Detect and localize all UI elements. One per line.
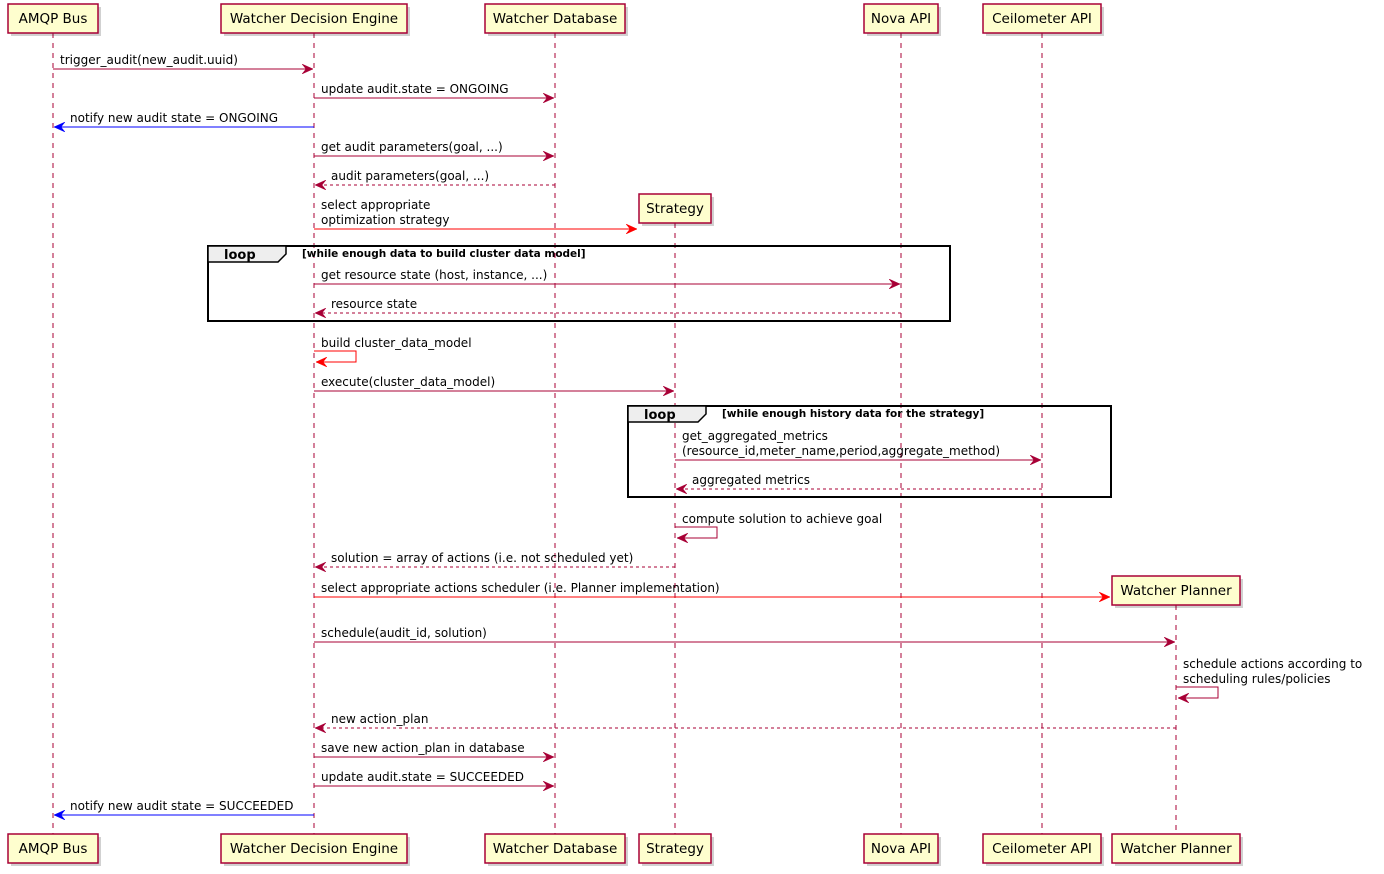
participant-strategy-top: Strategy — [638, 193, 714, 226]
message-17: schedule actions according toscheduling … — [1176, 657, 1362, 698]
message-2: update audit.state = ONGOING — [314, 82, 554, 98]
participant-nova-top: Nova API — [863, 3, 941, 36]
message-label: new action_plan — [331, 712, 428, 726]
self-arrow — [675, 526, 718, 538]
message-13: compute solution to achieve goal — [675, 512, 882, 538]
message-label: compute solution to achieve goal — [682, 512, 882, 526]
message-label: aggregated metrics — [692, 473, 810, 487]
message-label: save new action_plan in database — [321, 741, 525, 755]
participant-db-top: Watcher Database — [484, 3, 628, 36]
message-label: update audit.state = SUCCEEDED — [321, 770, 524, 784]
loop-frame-1: loop [while enough data to build cluster … — [207, 245, 951, 322]
message-7: get resource state (host, instance, ...) — [314, 268, 900, 284]
message-11: get_aggregated_metrics(resource_id,meter… — [675, 429, 1041, 460]
participant-ceilometer-top: Ceilometer API — [982, 3, 1104, 36]
participant-label: AMQP Bus — [19, 841, 88, 857]
message-label: notify new audit state = SUCCEEDED — [70, 799, 293, 813]
self-arrow — [314, 350, 357, 362]
message-label: (resource_id,meter_name,period,aggregate… — [682, 444, 1000, 458]
message-label: get resource state (host, instance, ...) — [321, 268, 547, 282]
message-label: execute(cluster_data_model) — [321, 375, 495, 389]
message-10: execute(cluster_data_model) — [314, 375, 674, 391]
message-14: solution = array of actions (i.e. not sc… — [315, 551, 675, 567]
participant-planner-bottom: Watcher Planner — [1111, 833, 1243, 866]
participant-label: Watcher Database — [493, 11, 618, 27]
participant-strategy-bottom: Strategy — [638, 833, 714, 866]
message-9: build cluster_data_model — [314, 336, 472, 362]
participant-label: Watcher Decision Engine — [230, 11, 398, 27]
message-label: solution = array of actions (i.e. not sc… — [331, 551, 633, 565]
message-label: get_aggregated_metrics — [682, 429, 828, 443]
message-label: resource state — [331, 297, 417, 311]
message-label: update audit.state = ONGOING — [321, 82, 509, 96]
self-arrow — [1176, 686, 1219, 698]
participant-amqp-bottom: AMQP Bus — [7, 833, 101, 866]
message-label: get audit parameters(goal, ...) — [321, 140, 503, 154]
participant-label: Ceilometer API — [992, 841, 1092, 857]
message-label: audit parameters(goal, ...) — [331, 169, 489, 183]
participant-amqp-top: AMQP Bus — [7, 3, 101, 36]
message-12: aggregated metrics — [676, 473, 1042, 489]
loop-frame-2: loop [while enough history data for the s… — [627, 405, 1112, 498]
loop-condition: [while enough data to build cluster data… — [302, 248, 586, 260]
message-label: select appropriate — [321, 198, 430, 212]
message-8: resource state — [315, 297, 901, 313]
message-16: schedule(audit_id, solution) — [314, 626, 1175, 642]
participant-db-bottom: Watcher Database — [484, 833, 628, 866]
message-19: save new action_plan in database — [314, 741, 554, 757]
participant-label: Watcher Planner — [1120, 583, 1232, 599]
participant-engine-bottom: Watcher Decision Engine — [220, 833, 410, 866]
message-label: build cluster_data_model — [321, 336, 472, 350]
participant-label: Strategy — [646, 201, 704, 217]
message-4: get audit parameters(goal, ...) — [314, 140, 554, 156]
message-label: trigger_audit(new_audit.uuid) — [60, 53, 238, 67]
message-3: notify new audit state = ONGOING — [54, 111, 314, 127]
message-21: notify new audit state = SUCCEEDED — [54, 799, 314, 815]
participant-label: Watcher Database — [493, 841, 618, 857]
participant-label: Watcher Planner — [1120, 841, 1232, 857]
message-label: notify new audit state = ONGOING — [70, 111, 278, 125]
participant-label: AMQP Bus — [19, 11, 88, 27]
loop-label: loop — [224, 248, 256, 263]
participant-label: Nova API — [871, 841, 931, 857]
message-label: scheduling rules/policies — [1183, 672, 1331, 686]
participant-label: Watcher Decision Engine — [230, 841, 398, 857]
participant-ceilometer-bottom: Ceilometer API — [982, 833, 1104, 866]
participant-engine-top: Watcher Decision Engine — [220, 3, 410, 36]
loop-condition: [while enough history data for the strat… — [722, 408, 984, 420]
participant-nova-bottom: Nova API — [863, 833, 941, 866]
participant-label: Ceilometer API — [992, 11, 1092, 27]
message-label: schedule(audit_id, solution) — [321, 626, 487, 640]
message-1: trigger_audit(new_audit.uuid) — [53, 53, 313, 69]
message-5: audit parameters(goal, ...) — [315, 169, 555, 185]
message-15: select appropriate actions scheduler (i.… — [314, 581, 1110, 597]
message-20: update audit.state = SUCCEEDED — [314, 770, 554, 786]
participant-planner-top: Watcher Planner — [1111, 575, 1243, 608]
loop-label: loop — [644, 408, 676, 423]
message-18: new action_plan — [315, 712, 1176, 728]
participant-label: Strategy — [646, 841, 704, 857]
message-label: select appropriate actions scheduler (i.… — [321, 581, 720, 595]
message-label: schedule actions according to — [1183, 657, 1362, 671]
participant-label: Nova API — [871, 11, 931, 27]
message-label: optimization strategy — [321, 213, 450, 227]
